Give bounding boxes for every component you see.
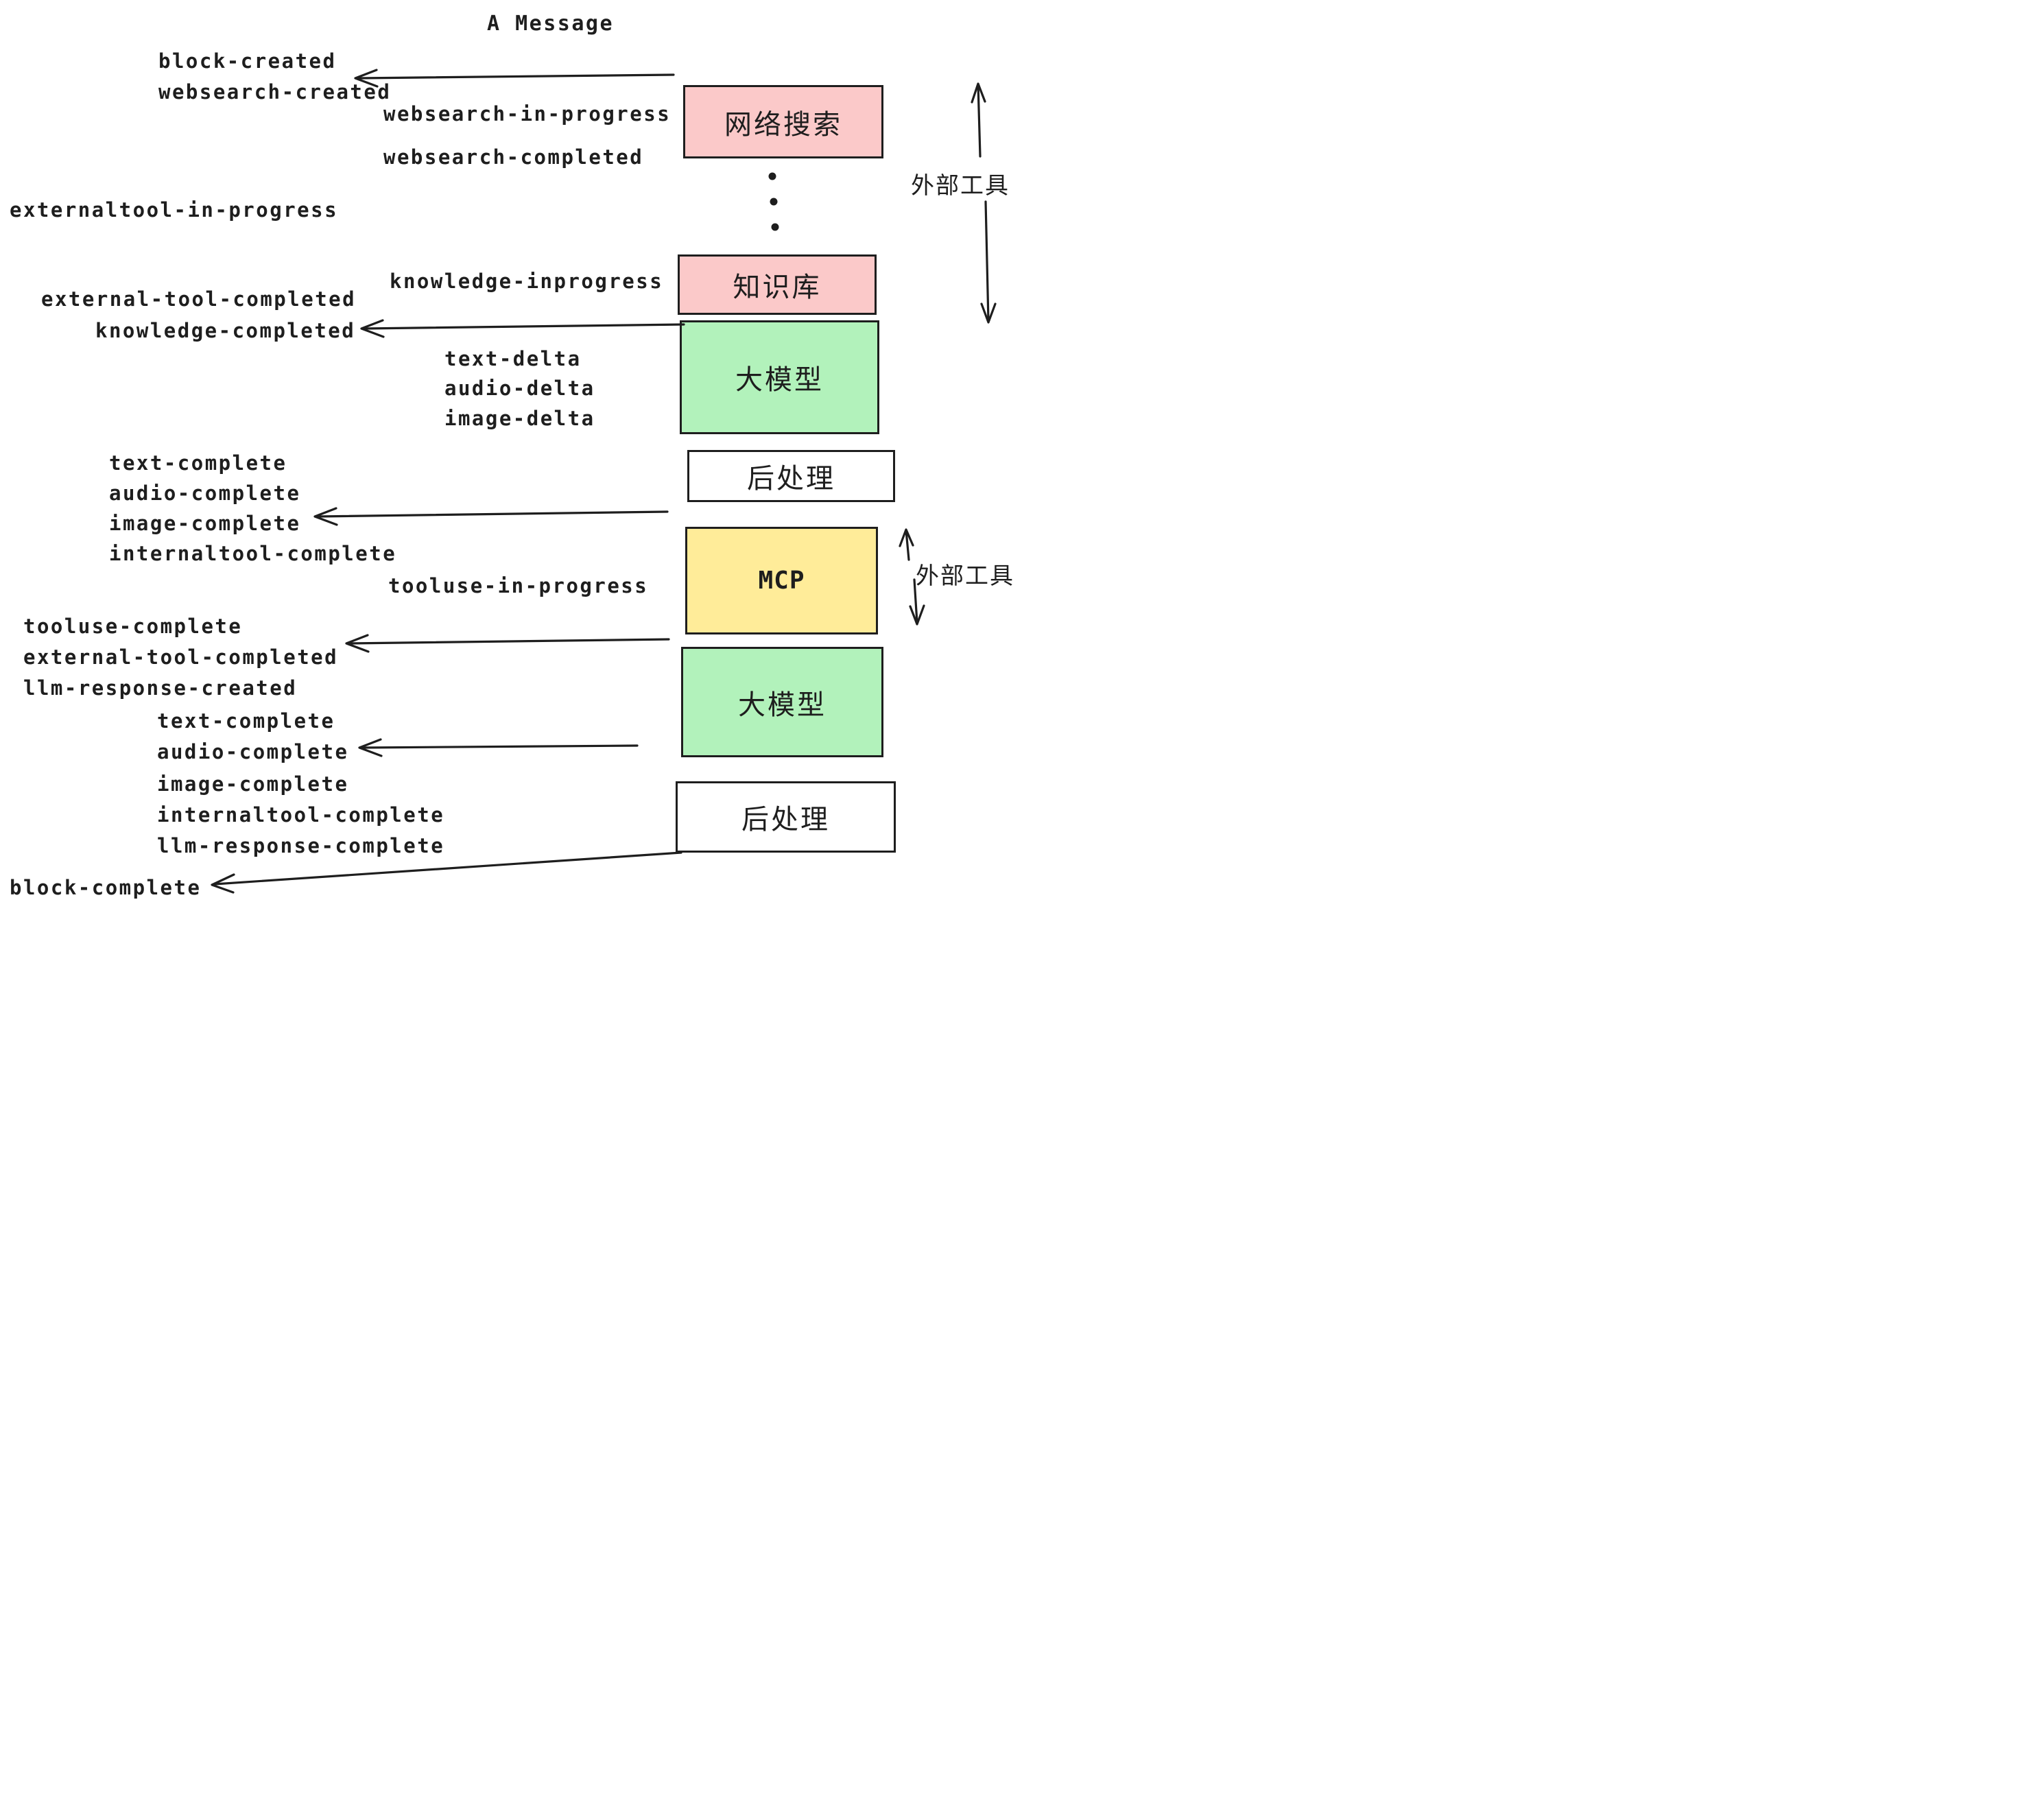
arrow-websearch-created-icon bbox=[354, 69, 675, 88]
event-label-audio-complete-2: audio-complete bbox=[157, 740, 349, 763]
event-label-block-complete: block-complete bbox=[10, 876, 202, 899]
event-label-external-tool-completed: external-tool-completed bbox=[41, 287, 357, 311]
box-postprocess-1-label: 后处理 bbox=[747, 464, 835, 494]
arrow-knowledge-completed-icon bbox=[360, 319, 685, 338]
event-label-text-complete-1: text-complete bbox=[109, 451, 287, 475]
box-websearch: 网络搜索 bbox=[683, 85, 883, 158]
event-label-image-complete-1: image-complete bbox=[109, 512, 301, 535]
box-llm-1-label: 大模型 bbox=[735, 365, 824, 395]
event-label-image-delta-1: image-delta bbox=[444, 407, 595, 430]
event-label-knowledge-inprogress: knowledge-inprogress bbox=[390, 270, 664, 293]
external-tools-label-mcp: 外部工具 bbox=[916, 563, 1014, 589]
arrow-image-complete-icon bbox=[313, 507, 669, 526]
event-label-text-delta-1: text-delta bbox=[444, 347, 582, 370]
arrow-block-complete-icon bbox=[211, 851, 682, 894]
box-websearch-label: 网络搜索 bbox=[724, 109, 842, 140]
external-tools-label-top: 外部工具 bbox=[911, 173, 1010, 199]
event-label-knowledge-completed: knowledge-completed bbox=[95, 319, 356, 342]
event-label-block-created: block-created bbox=[158, 49, 337, 73]
box-mcp: MCP bbox=[685, 527, 878, 634]
mcp-up-arrow-icon bbox=[899, 528, 914, 561]
event-label-audio-delta-1: audio-delta bbox=[444, 377, 595, 400]
event-label-websearch-created: websearch-created bbox=[158, 80, 392, 104]
event-label-text-complete-2: text-complete bbox=[157, 709, 335, 733]
arrow-audio-complete-icon bbox=[358, 738, 639, 757]
event-label-internaltool-complete-2: internaltool-complete bbox=[157, 803, 445, 827]
event-label-audio-complete-1: audio-complete bbox=[109, 482, 301, 505]
external-tools-up-arrow-icon bbox=[971, 82, 986, 158]
diagram-canvas: A Message block-created websearch-create… bbox=[0, 0, 1022, 902]
box-knowledge-label: 知识库 bbox=[733, 272, 822, 302]
diagram-title: A Message bbox=[487, 12, 615, 36]
event-label-tooluse-in-progress: tooluse-in-progress bbox=[388, 574, 649, 597]
box-llm-2-label: 大模型 bbox=[738, 689, 827, 720]
event-label-external-tool-completed-2: external-tool-completed bbox=[23, 645, 339, 669]
box-llm-2: 大模型 bbox=[681, 647, 883, 757]
box-knowledge: 知识库 bbox=[678, 254, 877, 315]
box-postprocess-2-label: 后处理 bbox=[741, 805, 830, 835]
event-label-externaltool-in-progress: externaltool-in-progress bbox=[10, 198, 339, 222]
box-postprocess-2: 后处理 bbox=[676, 781, 896, 853]
event-label-websearch-in-progress: websearch-in-progress bbox=[383, 102, 672, 126]
external-tools-down-arrow-icon bbox=[980, 200, 997, 324]
ellipsis-dots-icon bbox=[768, 172, 779, 231]
event-label-tooluse-complete: tooluse-complete bbox=[23, 615, 243, 638]
event-label-websearch-completed: websearch-completed bbox=[383, 145, 644, 169]
event-label-internaltool-complete-1: internaltool-complete bbox=[109, 542, 397, 565]
event-label-llm-response-created: llm-response-created bbox=[23, 676, 298, 700]
event-label-image-complete-2: image-complete bbox=[157, 772, 349, 796]
box-mcp-label: MCP bbox=[758, 567, 805, 595]
arrow-tooluse-complete-icon bbox=[345, 634, 670, 653]
event-label-llm-response-complete: llm-response-complete bbox=[157, 834, 445, 857]
box-llm-1: 大模型 bbox=[680, 320, 879, 434]
box-postprocess-1: 后处理 bbox=[687, 450, 895, 502]
